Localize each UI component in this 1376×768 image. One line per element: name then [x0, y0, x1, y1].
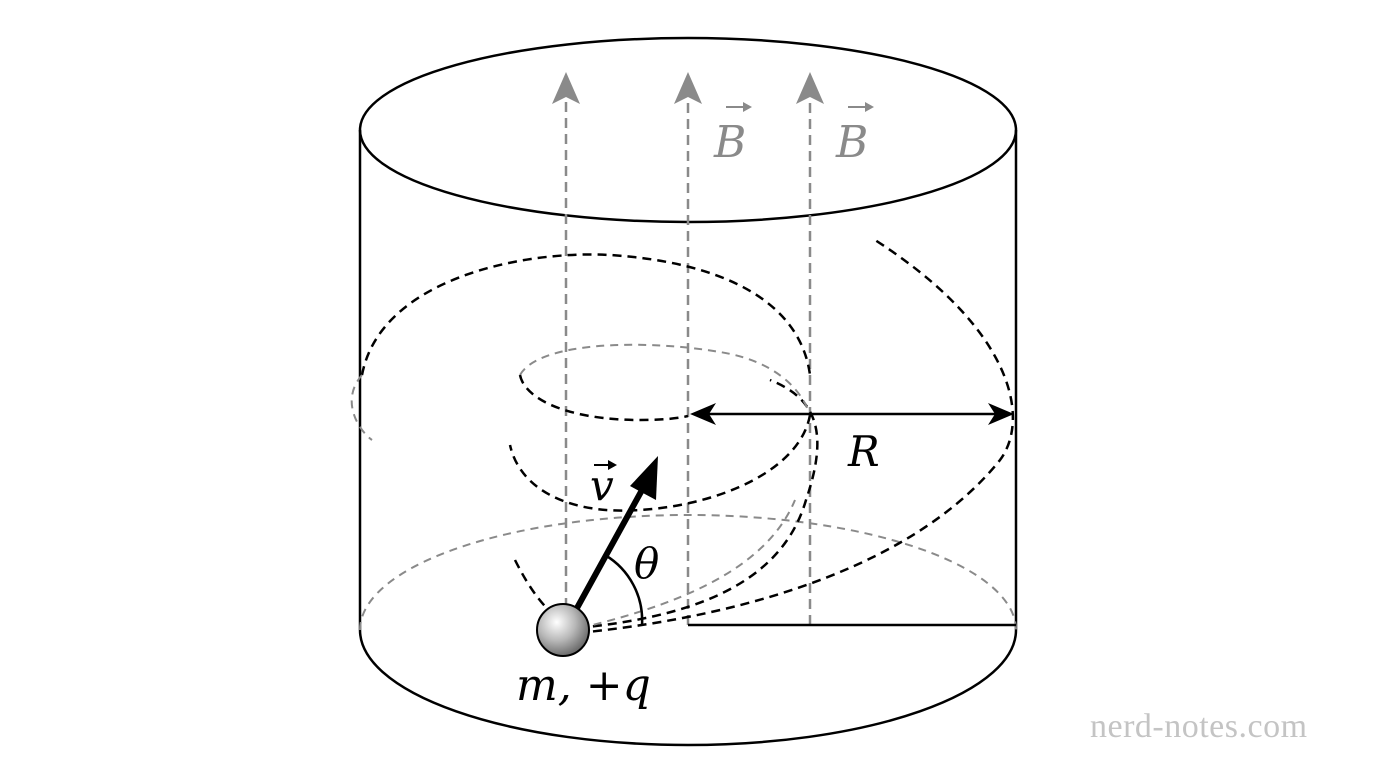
- helix-small-loop-inner: [518, 374, 689, 422]
- velocity-arrow-line: [563, 488, 645, 630]
- radius-marker: R: [688, 403, 1016, 627]
- vector-tip-left: [743, 102, 752, 112]
- velocity-vector: v: [563, 456, 658, 630]
- helix-front-outer: [577, 238, 1015, 635]
- particle-label: m, +q: [516, 660, 651, 711]
- angle-marker: θ: [604, 539, 659, 626]
- field-symbol-right: B: [835, 117, 868, 168]
- helix-inner-lower-hidden: [579, 499, 796, 629]
- radius-arrowhead-left: [690, 403, 716, 425]
- field-arrowhead-2: [674, 72, 702, 104]
- cylinder-bottom-back-arc: [359, 514, 1017, 631]
- helix-front-inner: [577, 378, 819, 630]
- field-symbol-left: B: [713, 117, 746, 168]
- helix-small-loop-back: [519, 343, 811, 416]
- velocity-vector-tip: [608, 460, 617, 470]
- radius-label: R: [847, 427, 880, 476]
- velocity-arrowhead: [630, 456, 658, 500]
- velocity-label: v: [590, 461, 614, 510]
- magnetic-field-lines: [552, 72, 824, 640]
- helix-back-left-hidden: [350, 374, 373, 441]
- field-label-left: B: [713, 102, 752, 168]
- radius-arrowhead-right: [988, 403, 1014, 425]
- angle-label: θ: [634, 539, 659, 588]
- helix-back-large: [360, 253, 812, 376]
- angle-arc: [604, 553, 644, 626]
- field-arrowhead-1: [552, 72, 580, 104]
- watermark: nerd-notes.com: [1090, 708, 1308, 745]
- helix-small-loop-front: [508, 414, 812, 512]
- field-arrowhead-3: [796, 72, 824, 104]
- helical-path: [350, 238, 1015, 635]
- field-label-right: B: [835, 102, 874, 168]
- charged-particle: m, +q: [516, 603, 651, 711]
- vector-tip-right: [865, 102, 874, 112]
- particle-ball: [536, 603, 590, 657]
- cylinder-top-ellipse: [358, 36, 1018, 224]
- cylinder-bottom-front-arc: [358, 629, 1018, 747]
